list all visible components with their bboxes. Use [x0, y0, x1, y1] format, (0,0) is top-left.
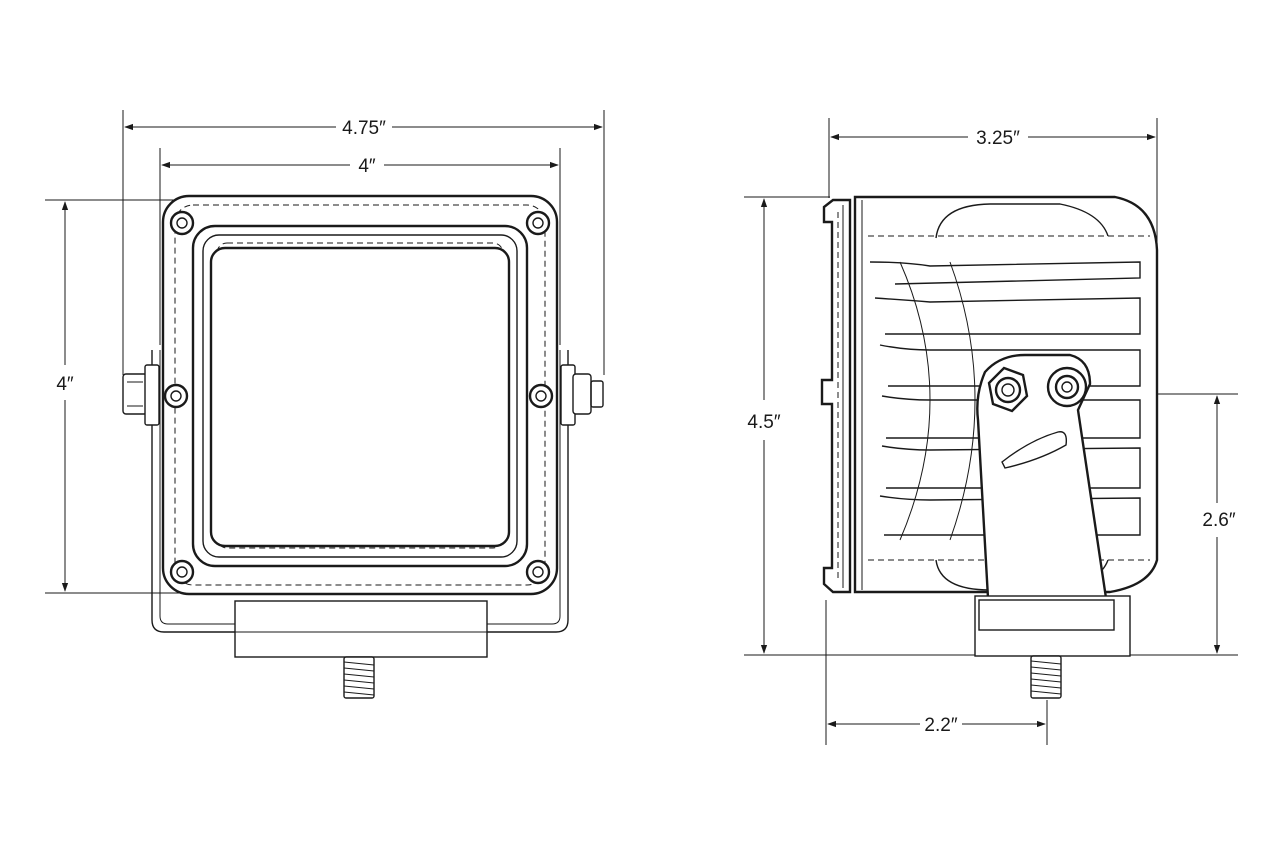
side-view: 3.25″ 4.5″ 2.6″ 2.2″ — [744, 118, 1238, 745]
mount-offset-label: 2.2″ — [924, 715, 957, 736]
depth-dimension: 3.25″ — [830, 128, 1156, 149]
mount-bolt-front — [987, 366, 1029, 413]
screw-bottom-right — [525, 559, 551, 585]
overall-width-label: 4.75″ — [342, 118, 386, 139]
front-mount-stud — [343, 656, 375, 699]
mount-height-dimension: 2.6″ — [1202, 395, 1236, 654]
screw-top-left — [169, 210, 195, 236]
screw-middle-left — [163, 383, 189, 409]
mount-bolt-rear — [1046, 366, 1088, 408]
lens — [209, 246, 511, 548]
front-base-pad — [234, 600, 488, 658]
front-bezel — [191, 224, 529, 568]
screw-top-right — [525, 210, 551, 236]
housing-width-label: 4″ — [358, 156, 376, 177]
housing-height-dimension: 4″ — [56, 201, 74, 592]
right-side-bolt — [560, 364, 604, 426]
side-base-pad — [974, 595, 1131, 657]
overall-height-label: 4.5″ — [747, 412, 780, 433]
screw-bottom-left — [169, 559, 195, 585]
screw-middle-right — [528, 383, 554, 409]
mount-height-label: 2.6″ — [1202, 510, 1235, 531]
front-view: 4.75″ 4″ 4″ — [45, 110, 605, 699]
mount-offset-dimension: 2.2″ — [827, 715, 1046, 736]
overall-height-dimension: 4.5″ — [747, 198, 781, 654]
housing-width-dimension: 4″ — [161, 156, 559, 177]
housing-height-label: 4″ — [56, 374, 74, 395]
mount-arm — [976, 353, 1108, 600]
depth-label: 3.25″ — [976, 128, 1020, 149]
side-bezel — [820, 198, 852, 594]
left-side-bolt — [122, 364, 160, 426]
overall-width-dimension: 4.75″ — [124, 118, 603, 139]
side-mount-stud — [1030, 655, 1062, 699]
cooling-fins — [869, 261, 1141, 541]
